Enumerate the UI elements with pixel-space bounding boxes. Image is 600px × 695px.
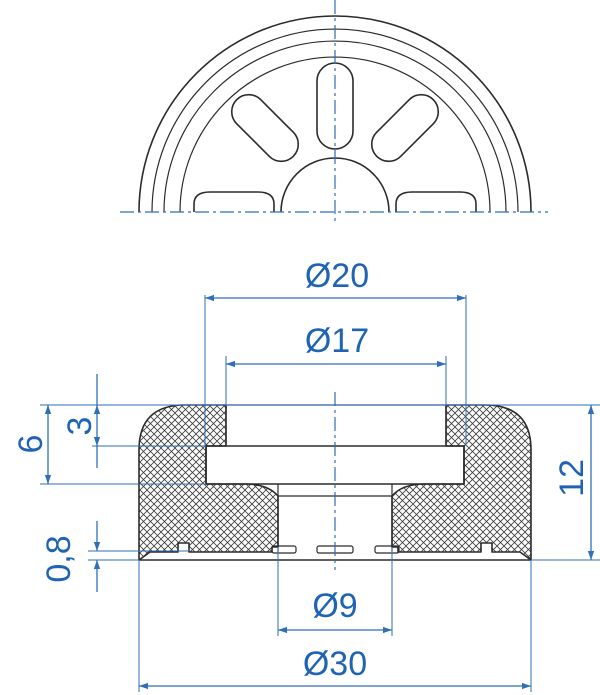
dim-text-12: 12 (553, 459, 591, 497)
dim-text-3: 3 (61, 417, 99, 436)
dim-text-d20: Ø20 (305, 257, 369, 295)
top-view-slot-right-diagonal (370, 93, 440, 163)
top-view-slot-right-bottom (395, 191, 477, 212)
top-view-rim-3 (163, 40, 507, 213)
bottom-slot-1 (271, 545, 297, 554)
top-view-outer-rim (138, 15, 532, 213)
top-view-slot-left-bottom (193, 191, 275, 212)
section-body-right (391, 404, 532, 561)
section-body-left (138, 404, 279, 561)
dim-text-6: 6 (12, 435, 50, 454)
section-view (138, 392, 532, 570)
dim-text-d17: Ø17 (305, 322, 369, 360)
dim-text-d9: Ø9 (312, 587, 357, 625)
top-view-slot-left-diagonal (230, 93, 300, 163)
dim-text-08: 0,8 (40, 535, 78, 582)
bottom-slot-3 (374, 545, 400, 554)
dimensions: Ø20 Ø17 Ø9 Ø30 6 3 12 0,8 (12, 257, 600, 692)
top-view (120, 0, 548, 222)
dim-text-d30: Ø30 (303, 645, 367, 683)
